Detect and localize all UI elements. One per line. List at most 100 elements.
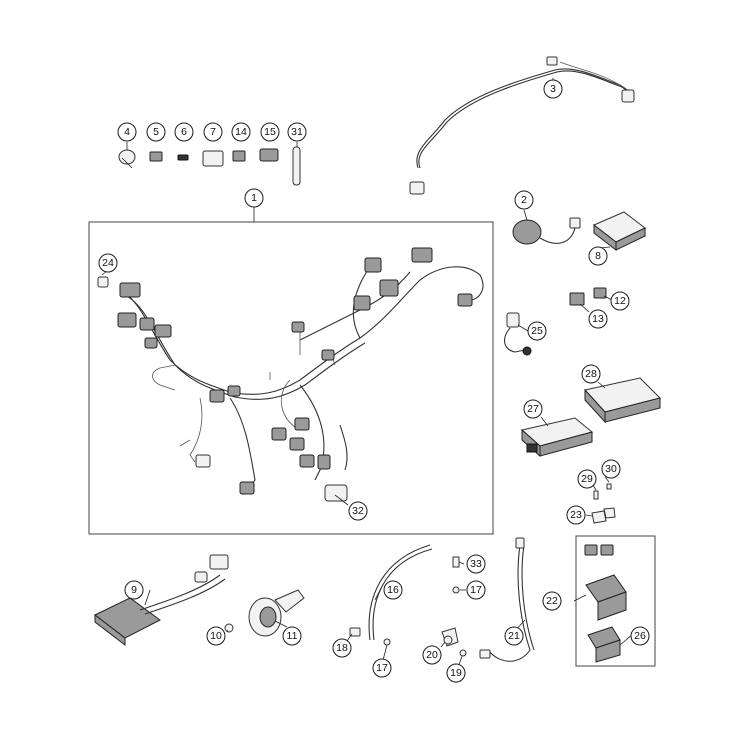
callout-24: 24 xyxy=(98,253,118,273)
ecu-cover-part-28 xyxy=(584,377,661,424)
svg-text:21: 21 xyxy=(508,630,520,642)
callout-7: 7 xyxy=(203,122,223,142)
grommet-part-23b xyxy=(603,507,616,519)
horn-part-11 xyxy=(248,589,305,637)
connector-part-20 xyxy=(441,627,459,647)
relay-cover-part-26 xyxy=(587,626,621,663)
screw-part-29 xyxy=(593,490,599,500)
callout-29: 29 xyxy=(577,469,597,489)
callout-3: 3 xyxy=(543,79,563,99)
svg-text:14: 14 xyxy=(235,126,247,138)
callout-6: 6 xyxy=(174,122,194,142)
washer-part-19 xyxy=(459,649,467,657)
svg-text:24: 24 xyxy=(102,257,114,269)
callout-16: 16 xyxy=(383,580,403,600)
grommet-part-23a xyxy=(591,510,607,524)
callout-33: 33 xyxy=(466,554,486,574)
callout-20: 20 xyxy=(422,645,442,665)
fuse-part-6 xyxy=(177,154,189,161)
callout-27: 27 xyxy=(523,399,543,419)
main-wire-harness xyxy=(97,247,484,502)
svg-text:23: 23 xyxy=(570,509,582,521)
svg-text:11: 11 xyxy=(287,630,298,642)
bracket-part-31 xyxy=(292,146,301,186)
connector-part-13 xyxy=(569,292,585,306)
cable-part-16 xyxy=(349,544,433,646)
callout-13: 13 xyxy=(588,309,608,329)
callout-23: 23 xyxy=(566,505,586,525)
cable-tie-part-4 xyxy=(118,149,136,165)
callout-17a: 17 xyxy=(466,580,486,600)
callout-1: 1 xyxy=(244,188,264,208)
svg-text:26: 26 xyxy=(634,630,646,642)
washer-part-17 xyxy=(452,586,460,594)
svg-text:31: 31 xyxy=(291,126,303,138)
cable-part-21 xyxy=(479,537,535,662)
svg-text:29: 29 xyxy=(581,473,593,485)
svg-text:5: 5 xyxy=(153,126,159,138)
callout-12: 12 xyxy=(610,291,630,311)
svg-text:17: 17 xyxy=(470,584,482,596)
callout-4: 4 xyxy=(117,122,137,142)
svg-text:30: 30 xyxy=(605,463,617,475)
connector-part-12 xyxy=(593,287,607,299)
callout-19: 19 xyxy=(446,663,466,683)
callout-17b: 17 xyxy=(372,658,392,678)
callouts: 1 2 3 4 5 6 7 8 9 10 11 12 13 14 15 16 1… xyxy=(98,79,650,683)
callout-5: 5 xyxy=(146,122,166,142)
callout-11: 11 xyxy=(282,626,302,646)
connector-part-5 xyxy=(149,151,163,162)
ecu-part-27 xyxy=(520,417,594,458)
bolt-part-33 xyxy=(452,556,460,568)
callout-18: 18 xyxy=(332,638,352,658)
callout-8: 8 xyxy=(588,246,608,266)
connector-cover-part-32 xyxy=(324,484,348,502)
callout-32: 32 xyxy=(348,501,368,521)
connector-part-14 xyxy=(232,150,246,162)
svg-text:1: 1 xyxy=(251,192,257,204)
connector-part-15 xyxy=(259,148,279,162)
svg-text:33: 33 xyxy=(470,558,482,570)
svg-text:28: 28 xyxy=(585,368,597,380)
callout-28: 28 xyxy=(581,364,601,384)
svg-text:15: 15 xyxy=(264,126,276,138)
svg-text:2: 2 xyxy=(521,194,527,206)
svg-text:9: 9 xyxy=(131,584,137,596)
relay-group-frame xyxy=(575,535,656,667)
callout-15: 15 xyxy=(260,122,280,142)
callout-14: 14 xyxy=(231,122,251,142)
starter-relay-part-22 xyxy=(584,544,627,621)
svg-text:3: 3 xyxy=(550,83,556,95)
svg-text:13: 13 xyxy=(592,313,604,325)
sensor-lead-part-25 xyxy=(504,312,532,356)
svg-text:19: 19 xyxy=(450,667,462,679)
callout-30: 30 xyxy=(601,459,621,479)
small-parts-row xyxy=(118,146,301,186)
svg-text:22: 22 xyxy=(546,595,558,607)
svg-text:27: 27 xyxy=(527,403,539,415)
callout-2: 2 xyxy=(514,190,534,210)
callout-22: 22 xyxy=(542,591,562,611)
main-harness-frame xyxy=(88,221,494,535)
svg-text:6: 6 xyxy=(181,126,187,138)
callout-10: 10 xyxy=(206,626,226,646)
svg-text:8: 8 xyxy=(595,250,601,262)
relay-part-7 xyxy=(202,150,224,167)
svg-text:4: 4 xyxy=(124,126,130,138)
svg-text:12: 12 xyxy=(614,295,626,307)
svg-text:25: 25 xyxy=(531,325,543,337)
voltage-regulator-part-9 xyxy=(94,554,229,647)
control-module-part-8 xyxy=(593,211,646,252)
nut-part-30 xyxy=(606,483,612,490)
svg-text:32: 32 xyxy=(352,505,364,517)
svg-text:17: 17 xyxy=(376,662,388,674)
callout-31: 31 xyxy=(287,122,307,142)
svg-text:20: 20 xyxy=(426,649,438,661)
sensor-part-2 xyxy=(512,217,581,245)
svg-text:16: 16 xyxy=(387,584,399,596)
callout-25: 25 xyxy=(527,321,547,341)
svg-text:18: 18 xyxy=(336,642,348,654)
svg-text:10: 10 xyxy=(210,630,222,642)
